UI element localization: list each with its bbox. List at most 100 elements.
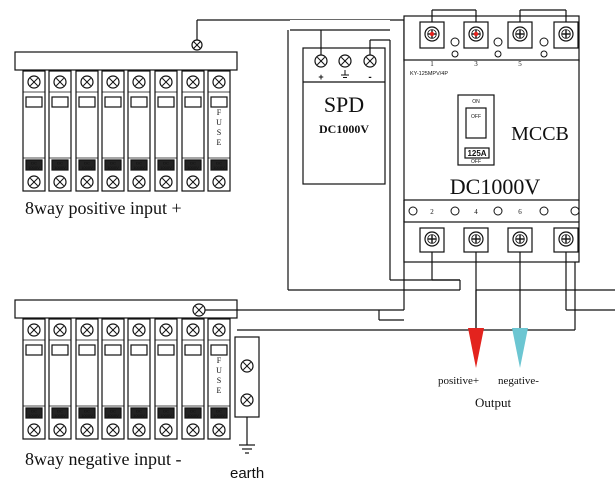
fuse-top-screw: [186, 323, 200, 337]
fuse-bottom-screw: [132, 423, 146, 437]
screw-slot: [188, 325, 198, 335]
fuse-letter: E: [217, 138, 222, 147]
fuse-body: [154, 318, 178, 440]
fuse-body: [22, 70, 46, 192]
screw-slot: [242, 395, 252, 405]
fuse-letter: S: [217, 376, 221, 385]
fuse-window: [130, 96, 148, 108]
fuse-rating-badge: [104, 159, 122, 171]
screw-slot: [161, 425, 171, 435]
fuse-rating-bottom: 1000V: [133, 413, 145, 418]
fuse-rating-badge: [157, 159, 175, 171]
fuse-rating-top: DC: [110, 161, 116, 166]
screw-slot: [134, 425, 144, 435]
screw-ring: [515, 234, 525, 244]
mccb-top-aux-screw: [540, 50, 548, 58]
output-positive-label: positive+: [438, 375, 479, 387]
mccb-top-aux-screw: [493, 37, 503, 47]
mccb-side-screw: [408, 206, 418, 216]
fuse-bottom-screw: [159, 423, 173, 437]
fuse-rating-bottom: 1000V: [213, 413, 225, 418]
spd-body: [302, 47, 386, 185]
screw-slot: [214, 425, 224, 435]
screw-slot: [108, 77, 118, 87]
fuse-rating-top: DC: [31, 409, 37, 414]
mccb-bottom-terminal-screw: [468, 231, 484, 247]
negative-input-label: 8way negative input -: [25, 449, 181, 469]
mccb-on-label: ON: [472, 99, 480, 105]
fuse-rating-badge: [130, 407, 148, 419]
fuse-bottom-screw: [132, 175, 146, 189]
output-label: Output: [475, 395, 512, 410]
mccb-bottom-aux-screw: [450, 206, 460, 216]
screw-slot: [55, 425, 65, 435]
fuse-rating-badge: [210, 407, 228, 419]
fuse-window: [157, 96, 175, 108]
screw-slot: [134, 325, 144, 335]
fuse-rating-badge: [157, 407, 175, 419]
mccb-top-terminal-screw: [512, 26, 528, 42]
screw-slot: [193, 41, 201, 49]
fuse-rating-badge: [51, 159, 69, 171]
mccb-rating: 125A: [467, 149, 486, 158]
fuse-body: [127, 318, 151, 440]
mccb-terminal-number-top: 3: [474, 60, 478, 68]
fuse-rating-bottom: 1000V: [81, 165, 93, 170]
mccb-top-terminal-screw: [558, 26, 574, 42]
fuse-rating-bottom: 1000V: [160, 165, 172, 170]
fuse-top-screw: [53, 323, 67, 337]
fuse-window: [184, 344, 202, 356]
fuse-top-screw: [159, 75, 173, 89]
fuse-bottom-screw: [212, 423, 226, 437]
screw-slot: [82, 325, 92, 335]
fuse-rating-top: DC: [84, 161, 90, 166]
mccb-bottom-terminal-screw: [558, 231, 574, 247]
fuse-top-screw: [186, 75, 200, 89]
screw-ring: [561, 29, 571, 39]
fuse-top-screw: [27, 75, 41, 89]
screw-slot: [316, 56, 326, 66]
mccb-bottom-aux-screw: [493, 206, 503, 216]
fuse-bottom-screw: [80, 175, 94, 189]
fuse-window: [130, 344, 148, 356]
fuse-body: [181, 318, 205, 440]
fuse-window: [104, 344, 122, 356]
mccb-top-aux-screw: [494, 50, 502, 58]
fuse-body: [154, 70, 178, 192]
screw-slot: [82, 425, 92, 435]
spd-plus-label: +: [318, 72, 323, 82]
fuse-rating-badge: [184, 159, 202, 171]
screw-slot: [82, 177, 92, 187]
fuse-body: [75, 318, 99, 440]
spd-title: SPD: [324, 92, 364, 117]
fuse-rating-top: DC: [57, 161, 63, 166]
screw-slot: [55, 77, 65, 87]
screw-slot: [242, 361, 252, 371]
fuse-rating-top: DC: [216, 409, 222, 414]
positive-bus-bar: [14, 51, 238, 71]
fuse-window: [51, 96, 69, 108]
fuse-rating-badge: [78, 407, 96, 419]
mccb-terminal-number-bottom: 4: [474, 208, 478, 216]
fuse-bottom-screw: [27, 423, 41, 437]
mccb-bottom-aux-screw: [539, 206, 549, 216]
fuse-top-screw: [106, 323, 120, 337]
fuse-letter: F: [217, 356, 222, 365]
screw-slot: [29, 77, 39, 87]
fuse-bottom-screw: [159, 175, 173, 189]
fuse-bottom-screw: [53, 175, 67, 189]
mccb-top-aux-screw: [450, 37, 460, 47]
fuse-rating-badge: [51, 407, 69, 419]
fuse-rating-bottom: 1000V: [133, 165, 145, 170]
mccb-off2-label: OFF: [471, 159, 481, 165]
fuse-rating-top: DC: [31, 161, 37, 166]
fuse-rating-badge: [25, 159, 43, 171]
screw-slot: [108, 325, 118, 335]
negative-bus-terminal: [192, 303, 206, 317]
fuse-top-screw: [132, 323, 146, 337]
screw-slot: [134, 177, 144, 187]
fuse-body: [48, 70, 72, 192]
mccb-bottom-terminal-screw: [512, 231, 528, 247]
fuse-rating-badge: [104, 407, 122, 419]
